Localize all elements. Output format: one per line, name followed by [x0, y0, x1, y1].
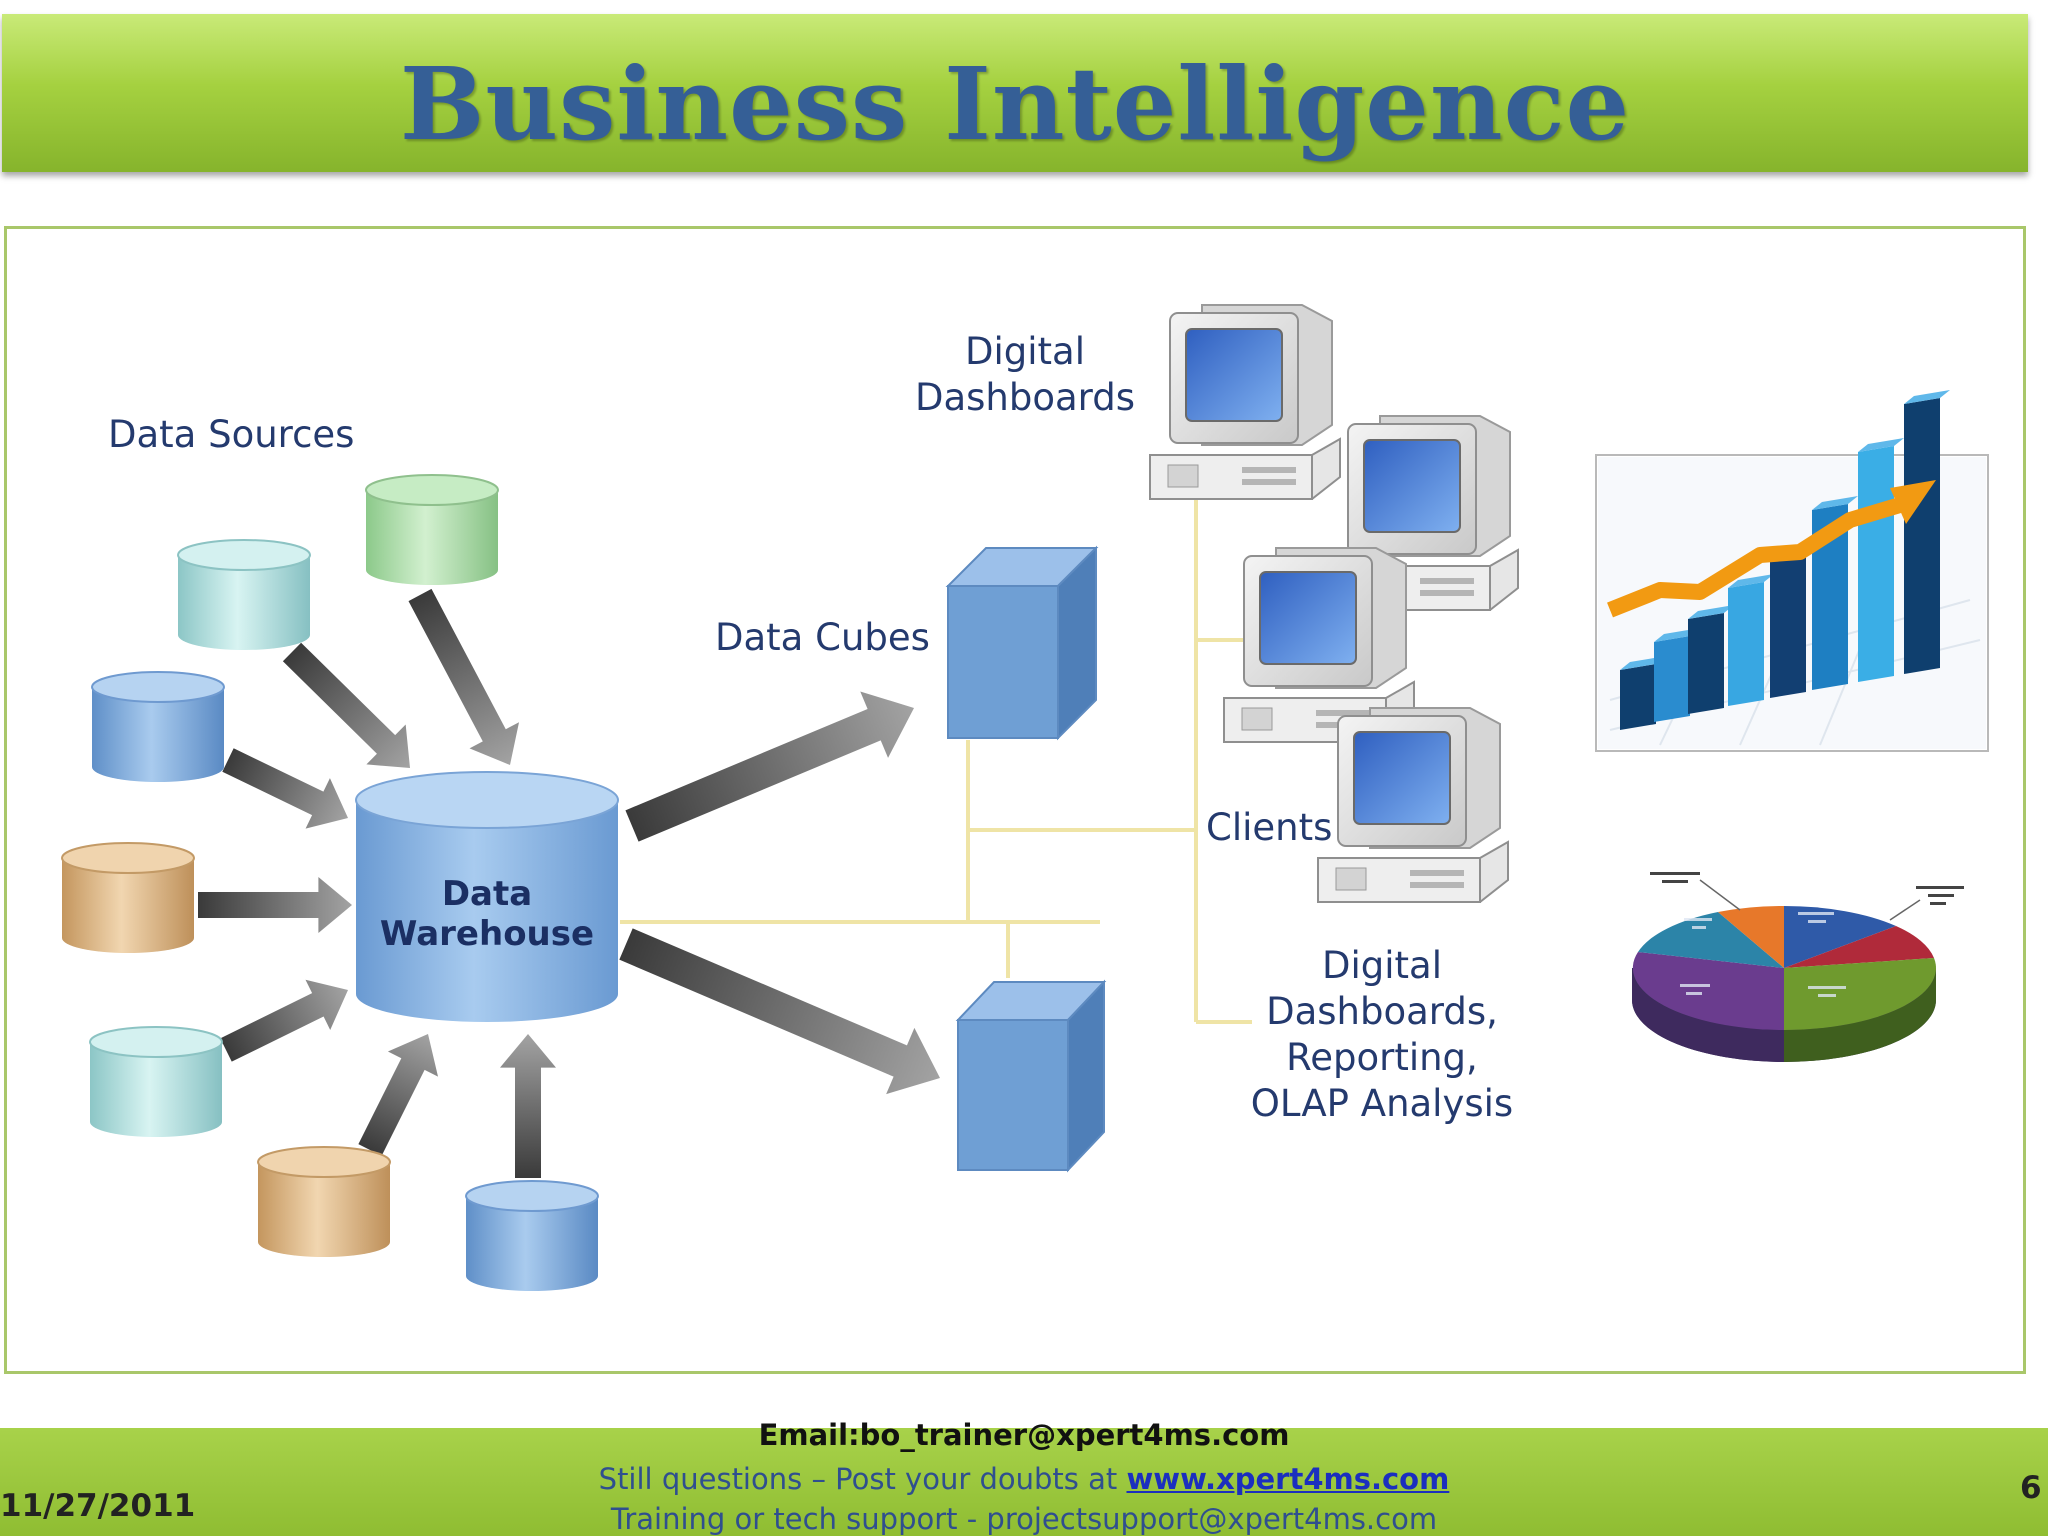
bar-top-7 — [1858, 438, 1904, 452]
computer-1 — [1149, 304, 1341, 500]
source-arrows — [198, 588, 556, 1178]
clients-label: Clients — [1206, 806, 1332, 849]
footer-question-prefix: Still questions – Post your doubts at — [598, 1462, 1127, 1496]
cylinder-blue-source-2 — [465, 1180, 599, 1291]
arrow-teal1-to-warehouse — [282, 642, 410, 768]
bar-1 — [1620, 664, 1656, 730]
cylinder-green-source — [365, 474, 499, 585]
arrow-teal2-to-warehouse — [220, 979, 348, 1062]
bar-5 — [1770, 552, 1806, 698]
warehouse-label-line2: Warehouse — [380, 914, 594, 954]
footer-website-link[interactable]: www.xpert4ms.com — [1126, 1462, 1450, 1496]
arrow-blue2-to-warehouse — [500, 1034, 556, 1178]
dashboards-top-line1: Digital — [965, 330, 1085, 373]
arrow-blue1-to-warehouse — [222, 748, 348, 829]
bar-4 — [1728, 582, 1764, 706]
bi-diagram: Data Warehouse — [61, 304, 1989, 1291]
footer-question: Still questions – Post your doubts at ww… — [0, 1462, 2048, 1496]
dashboards-bottom-line3: Reporting, — [1286, 1036, 1478, 1079]
arrow-green-to-warehouse — [408, 588, 520, 765]
bar-top-4 — [1728, 574, 1774, 588]
arrow-tan1-to-warehouse — [198, 877, 352, 933]
footer-email: Email:bo_trainer@xpert4ms.com — [758, 1418, 1290, 1452]
bar-2 — [1654, 636, 1690, 722]
cylinder-blue-source-1 — [91, 671, 225, 782]
bar-chart-thumbnail — [1595, 390, 1989, 752]
arrow-warehouse-to-cube-top — [625, 691, 914, 842]
warehouse-label-line1: Data — [442, 874, 532, 914]
page-number: 6 — [2020, 1470, 2042, 1506]
pie-chart-thumbnail — [1632, 872, 1964, 1062]
output-arrows — [619, 691, 940, 1095]
cylinder-tan-source-1 — [61, 842, 195, 953]
data-cube-bottom — [955, 979, 1107, 1173]
computer-3 — [1223, 547, 1415, 743]
bar-7 — [1858, 446, 1894, 682]
connector-lines — [620, 500, 1252, 1024]
cylinder-teal-source-2 — [89, 1026, 223, 1137]
data-sources-label: Data Sources — [108, 413, 354, 456]
dashboards-top-line2: Dashboards — [915, 376, 1135, 419]
bar-top-3 — [1688, 605, 1734, 619]
title-bar: Business Intelligence — [2, 14, 2028, 172]
bar-6 — [1812, 504, 1848, 690]
cylinder-teal-source-1 — [177, 539, 311, 650]
bar-top-6 — [1812, 496, 1858, 510]
bar-top-8 — [1904, 390, 1950, 404]
dashboards-bottom-line2: Dashboards, — [1266, 990, 1498, 1033]
footer-support: Training or tech support - projectsuppor… — [610, 1502, 1438, 1536]
bar-8 — [1904, 398, 1940, 674]
dashboards-bottom-line4: OLAP Analysis — [1251, 1082, 1513, 1125]
dashboards-bottom-line1: Digital — [1322, 944, 1442, 987]
computer-4 — [1317, 707, 1509, 903]
client-computers — [1149, 304, 1519, 903]
arrow-tan2-to-warehouse — [358, 1034, 439, 1156]
footer-date: 11/27/2011 — [0, 1488, 196, 1524]
data-warehouse-cylinder — [355, 771, 619, 1022]
slide-title: Business Intelligence — [399, 45, 1631, 163]
cylinder-tan-source-2 — [257, 1146, 391, 1257]
data-cubes-label: Data Cubes — [715, 616, 930, 659]
arrow-warehouse-to-cube-bottom — [619, 928, 940, 1095]
bar-3 — [1688, 613, 1724, 714]
data-cube-top — [945, 545, 1099, 741]
footer-bar — [0, 1428, 2048, 1536]
